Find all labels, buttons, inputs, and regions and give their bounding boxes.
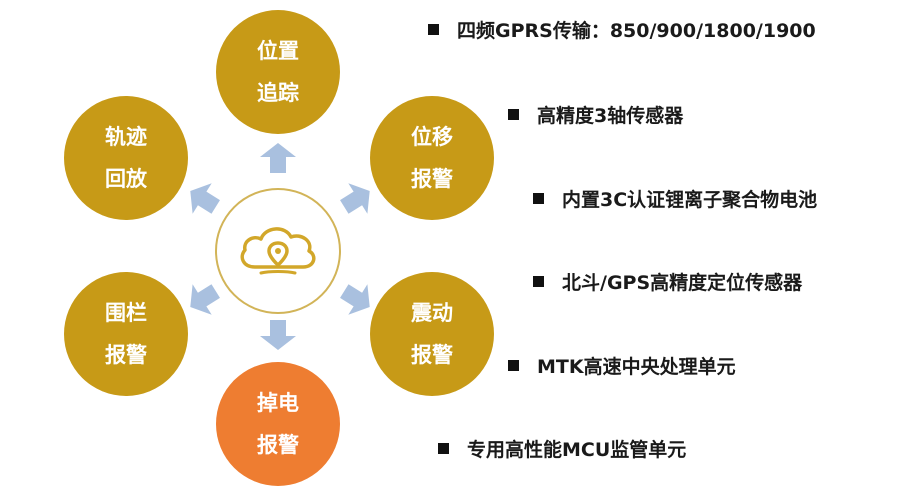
- center-hub: [215, 188, 341, 314]
- arrow-up-right-icon: [340, 183, 370, 214]
- node-label-line2: 追踪: [257, 81, 299, 105]
- node-geofence-alarm: 围栏 报警: [64, 272, 188, 396]
- node-label-line2: 报警: [257, 433, 299, 457]
- node-label-line2: 报警: [411, 343, 453, 367]
- arrow-up-icon: [260, 143, 296, 173]
- feature-text: 北斗/GPS高精度定位传感器: [562, 272, 803, 294]
- node-position-tracking: 位置 追踪: [216, 10, 340, 134]
- node-power-off-alarm: 掉电 报警: [216, 362, 340, 486]
- feature-diagram: 位置 追踪 位移 报警 震动 报警 掉电 报警 围栏 报警 轨迹 回放: [64, 10, 494, 486]
- node-label-line1: 震动: [411, 301, 453, 325]
- node-label-line1: 围栏: [105, 301, 147, 325]
- list-item: 内置3C认证锂离子聚合物电池: [533, 185, 817, 212]
- cloud-location-icon: [240, 227, 316, 275]
- node-label-line1: 轨迹: [105, 125, 147, 149]
- node-label-line1: 位移: [411, 125, 453, 149]
- feature-text: MTK高速中央处理单元: [537, 356, 736, 378]
- node-label-line2: 报警: [411, 167, 453, 191]
- arrow-down-icon: [260, 320, 296, 350]
- node-label-line2: 报警: [105, 343, 147, 367]
- node-displacement-alarm: 位移 报警: [370, 96, 494, 220]
- node-track-playback: 轨迹 回放: [64, 96, 188, 220]
- node-label-line1: 掉电: [257, 391, 299, 415]
- node-vibration-alarm: 震动 报警: [370, 272, 494, 396]
- arrow-up-left-icon: [190, 183, 220, 214]
- list-item: 北斗/GPS高精度定位传感器: [533, 268, 802, 295]
- arrow-down-right-icon: [340, 284, 370, 315]
- node-label-line1: 位置: [257, 39, 299, 63]
- arrow-down-left-icon: [190, 284, 220, 315]
- node-label-line2: 回放: [105, 167, 147, 191]
- feature-text: 内置3C认证锂离子聚合物电池: [562, 189, 818, 211]
